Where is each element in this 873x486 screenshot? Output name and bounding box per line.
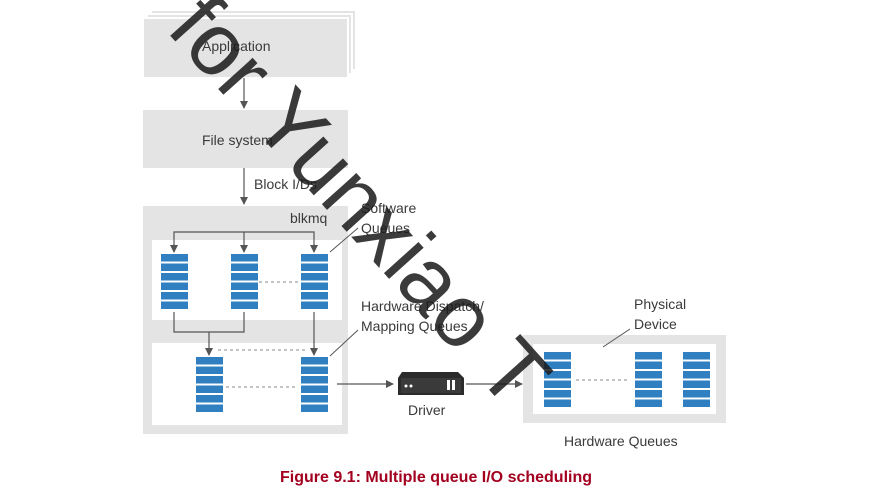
hardware-dispatch-panel [152,343,342,425]
queue-slot [301,273,328,281]
block-ios-label: Block I/Ds [254,176,317,192]
queue-slot [544,390,571,398]
queue-slot [683,380,710,388]
queue-slot [231,292,258,300]
hw-dispatch-pointer [329,329,359,357]
physical-label-line2: Device [634,316,677,332]
queue-slot [301,301,328,309]
physical-device [523,335,726,423]
queue-slot [635,361,662,369]
queue-slot [161,273,188,281]
hardware-queues [544,352,710,407]
queue-slot [301,366,328,374]
physical-label-line1: Physical [634,296,686,312]
hardware-queues-label: Hardware Queues [564,433,678,449]
software-queues [161,254,328,309]
physical-pointer [602,328,631,348]
queue-slot [161,301,188,309]
queue-slot [683,371,710,379]
queue-slot [161,263,188,271]
queue-slot [683,399,710,407]
blkmq-label: blkmq [290,210,327,226]
queue-slot [635,399,662,407]
software-queue-stack [161,254,188,309]
queue-slot [196,366,223,374]
file-system-label: File system [202,132,273,148]
queue-slot [231,282,258,290]
queue-slot [635,390,662,398]
queue-slot [196,376,223,384]
queue-slot [544,352,571,360]
queue-slot [544,380,571,388]
software-queues-pointer [329,227,359,253]
application-label: Application [202,38,271,54]
file-system-layer: File system [143,110,348,168]
dispatch-queue-stack [301,357,328,412]
software-queue-stack [231,254,258,309]
queue-slot [196,404,223,412]
queue-slot [196,385,223,393]
hw-dispatch-label-line1: Hardware Dispatch/ [361,298,484,314]
dispatch-mapping-lines [173,312,318,356]
hardware-queue-stack [544,352,571,407]
software-queues-label-line1: Software [361,200,416,216]
software-queue-feed-lines [170,231,318,253]
driver-label: Driver [408,402,446,418]
queue-slot [161,254,188,262]
queue-slot [301,385,328,393]
queue-slot [301,395,328,403]
application-layer: Application [142,9,357,79]
hardware-queue-stack [683,352,710,407]
queue-slot [635,352,662,360]
queue-slot [301,282,328,290]
queue-slot [301,263,328,271]
figure-caption: Figure 9.1: Multiple queue I/O schedulin… [280,469,592,486]
queue-slot [231,273,258,281]
hw-dispatch-label-line2: Mapping Queues [361,318,468,334]
queue-slot [544,399,571,407]
queue-slot [161,292,188,300]
queue-slot [301,376,328,384]
hardware-dispatch-queues [196,357,328,412]
queue-slot [301,292,328,300]
queue-slot [231,301,258,309]
queue-slot [635,371,662,379]
software-queue-stack [301,254,328,309]
queue-slot [301,404,328,412]
queue-slot [231,254,258,262]
queue-slot [196,395,223,403]
queue-slot [544,361,571,369]
queue-slot [544,371,571,379]
queue-slot [301,254,328,262]
software-queues-label-line2: Queues [361,220,410,236]
driver-icon [398,372,464,395]
hardware-queue-stack [635,352,662,407]
queue-slot [683,361,710,369]
queue-slot [231,263,258,271]
queue-slot [683,390,710,398]
dispatch-queue-stack [196,357,223,412]
queue-slot [196,357,223,365]
queue-slot [683,352,710,360]
queue-slot [301,357,328,365]
queue-slot [161,282,188,290]
queue-slot [635,380,662,388]
